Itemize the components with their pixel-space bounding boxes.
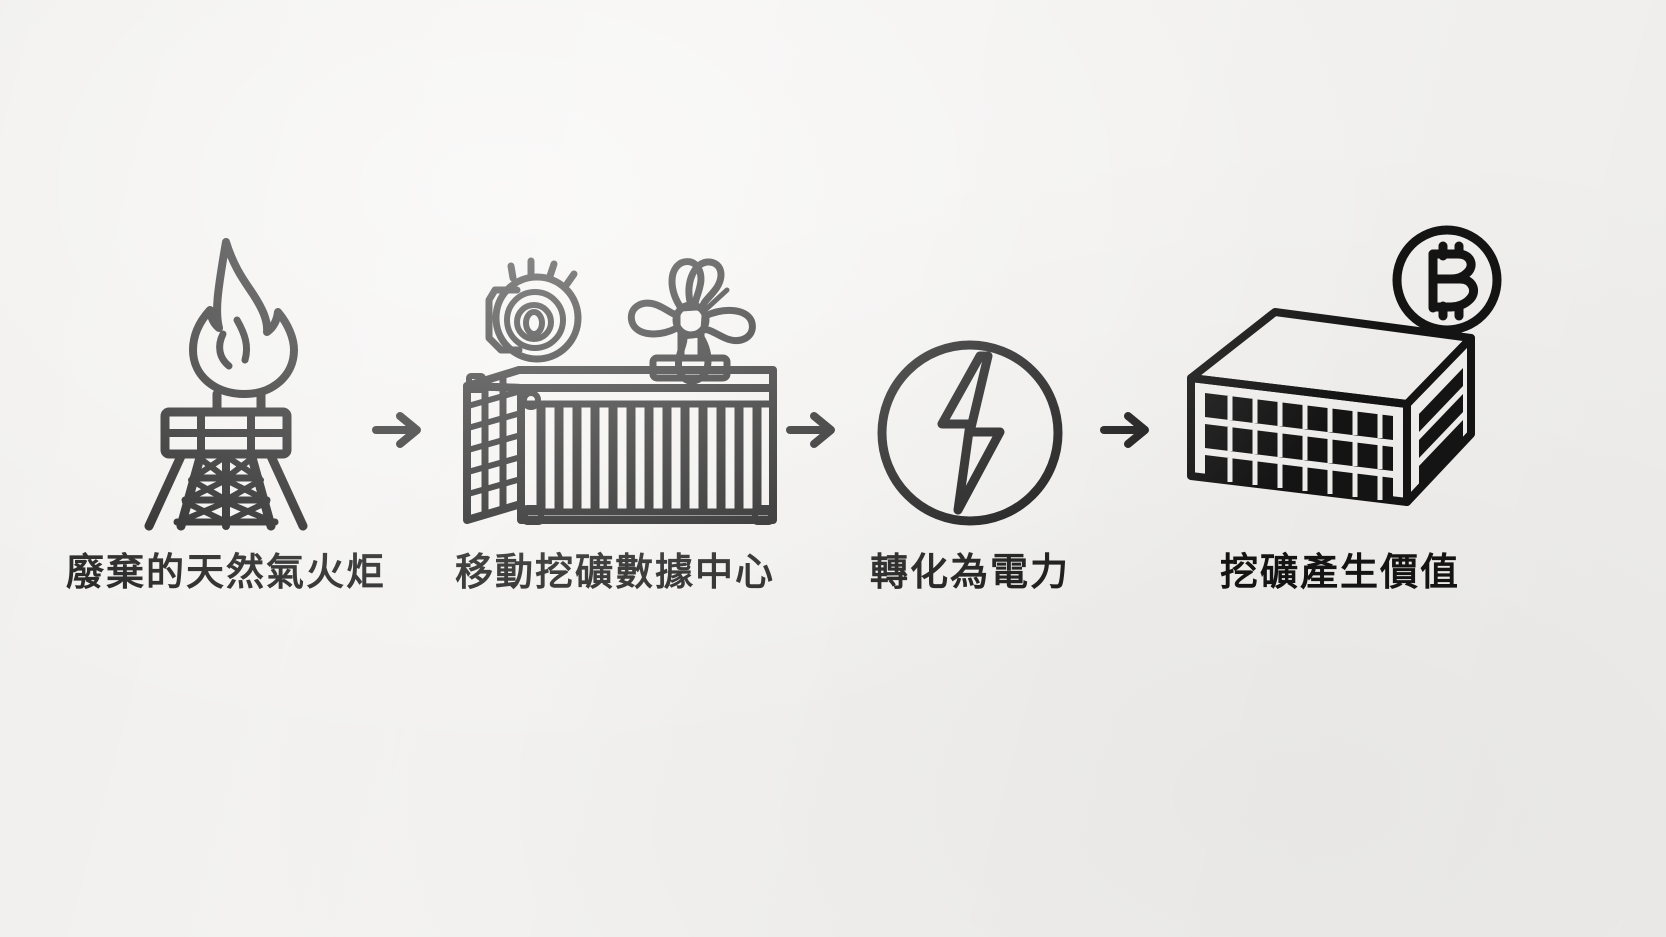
flow-step-electricity: 轉化為電力	[852, 228, 1088, 592]
flow-step-label: 挖礦產生價值	[1219, 552, 1460, 594]
flow-step-label: 轉化為電力	[869, 552, 1070, 594]
mobile-mining-container-icon	[455, 228, 777, 528]
flow-step-mobile-container: 移動挖礦數據中心	[432, 228, 798, 592]
flow-step-gas-flare: 廢棄的天然氣火炬	[48, 228, 404, 592]
flow-step-label: 移動挖礦數據中心	[454, 552, 775, 594]
gas-flare-derrick-icon	[141, 228, 311, 531]
server-rack-bitcoin-icon	[1175, 225, 1505, 528]
flow-step-label: 廢棄的天然氣火炬	[65, 552, 386, 594]
electricity-bolt-circle-icon	[870, 228, 1070, 528]
flow-arrow-2	[784, 405, 844, 455]
flow-step-mining-value: 挖礦產生價值	[1187, 225, 1502, 594]
flow-arrow-1	[370, 405, 430, 455]
flow-arrow-3	[1098, 405, 1158, 455]
